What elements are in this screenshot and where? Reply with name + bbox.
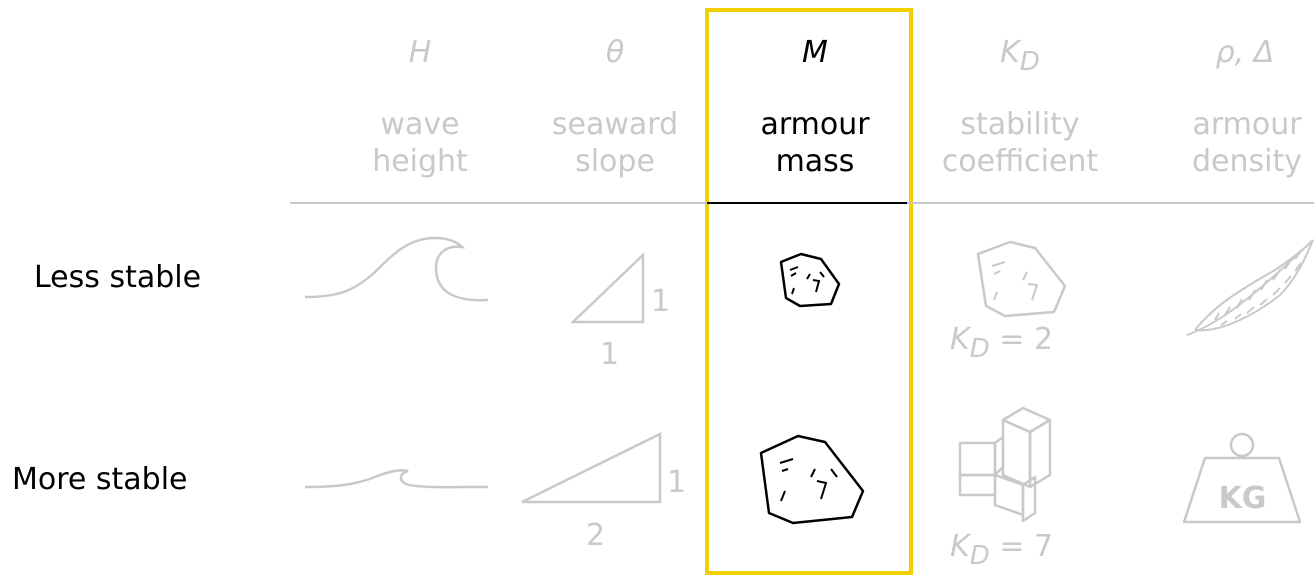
kd-number: 7: [1033, 529, 1054, 564]
kd-symbol: K: [950, 529, 970, 564]
kd-value-row1: KD = 2: [950, 322, 1054, 364]
kd-sub: D: [1019, 47, 1040, 77]
slope-triangle-icon-steep: [569, 252, 645, 324]
slope-triangle-icon-gentle: [521, 431, 662, 504]
slope-run-gentle: 2: [586, 518, 606, 553]
col-symbol-armour-density: ρ, Δ: [1215, 35, 1275, 70]
kd-equals: =: [999, 529, 1025, 564]
col-symbol-wave-height: H: [408, 35, 432, 70]
wave-icon-large: [304, 236, 489, 302]
col-label-wave-height: wave height: [372, 107, 468, 179]
row-label-less-stable: Less stable: [34, 260, 202, 295]
row-label-more-stable: More stable: [12, 462, 188, 497]
wave-icon-small: [304, 469, 489, 489]
kd-subscript: D: [969, 334, 990, 364]
col-label-stability-coefficient: stability coefficient: [941, 107, 1099, 179]
kd-value-row2: KD = 7: [950, 529, 1054, 571]
col-symbol-stability-coefficient: KD: [960, 35, 1080, 77]
kd-symbol: K: [950, 322, 970, 357]
kd-subscript: D: [969, 541, 990, 571]
col-label-armour-density: armour density: [1192, 107, 1302, 179]
col-label-armour-mass: armour mass: [760, 107, 870, 179]
rock-icon-kd: [976, 240, 1067, 318]
feather-icon: [1186, 239, 1314, 336]
kd-number: 2: [1033, 322, 1054, 357]
slope-rise-steep: 1: [651, 284, 671, 319]
col-label-seaward-slope: seaward slope: [551, 107, 679, 179]
kd-equals: =: [999, 322, 1025, 357]
rock-icon-small: [779, 252, 841, 308]
weight-label: KG: [1218, 481, 1267, 516]
weight-icon: [1182, 432, 1302, 524]
slope-run-steep: 1: [600, 337, 620, 372]
kd-k: K: [1000, 35, 1020, 70]
col-symbol-seaward-slope: θ: [605, 35, 625, 70]
rock-icon-large: [759, 434, 865, 525]
slope-rise-gentle: 1: [667, 465, 687, 500]
cube-armour-icon: [958, 406, 1052, 523]
col-symbol-armour-mass: M: [802, 35, 828, 70]
